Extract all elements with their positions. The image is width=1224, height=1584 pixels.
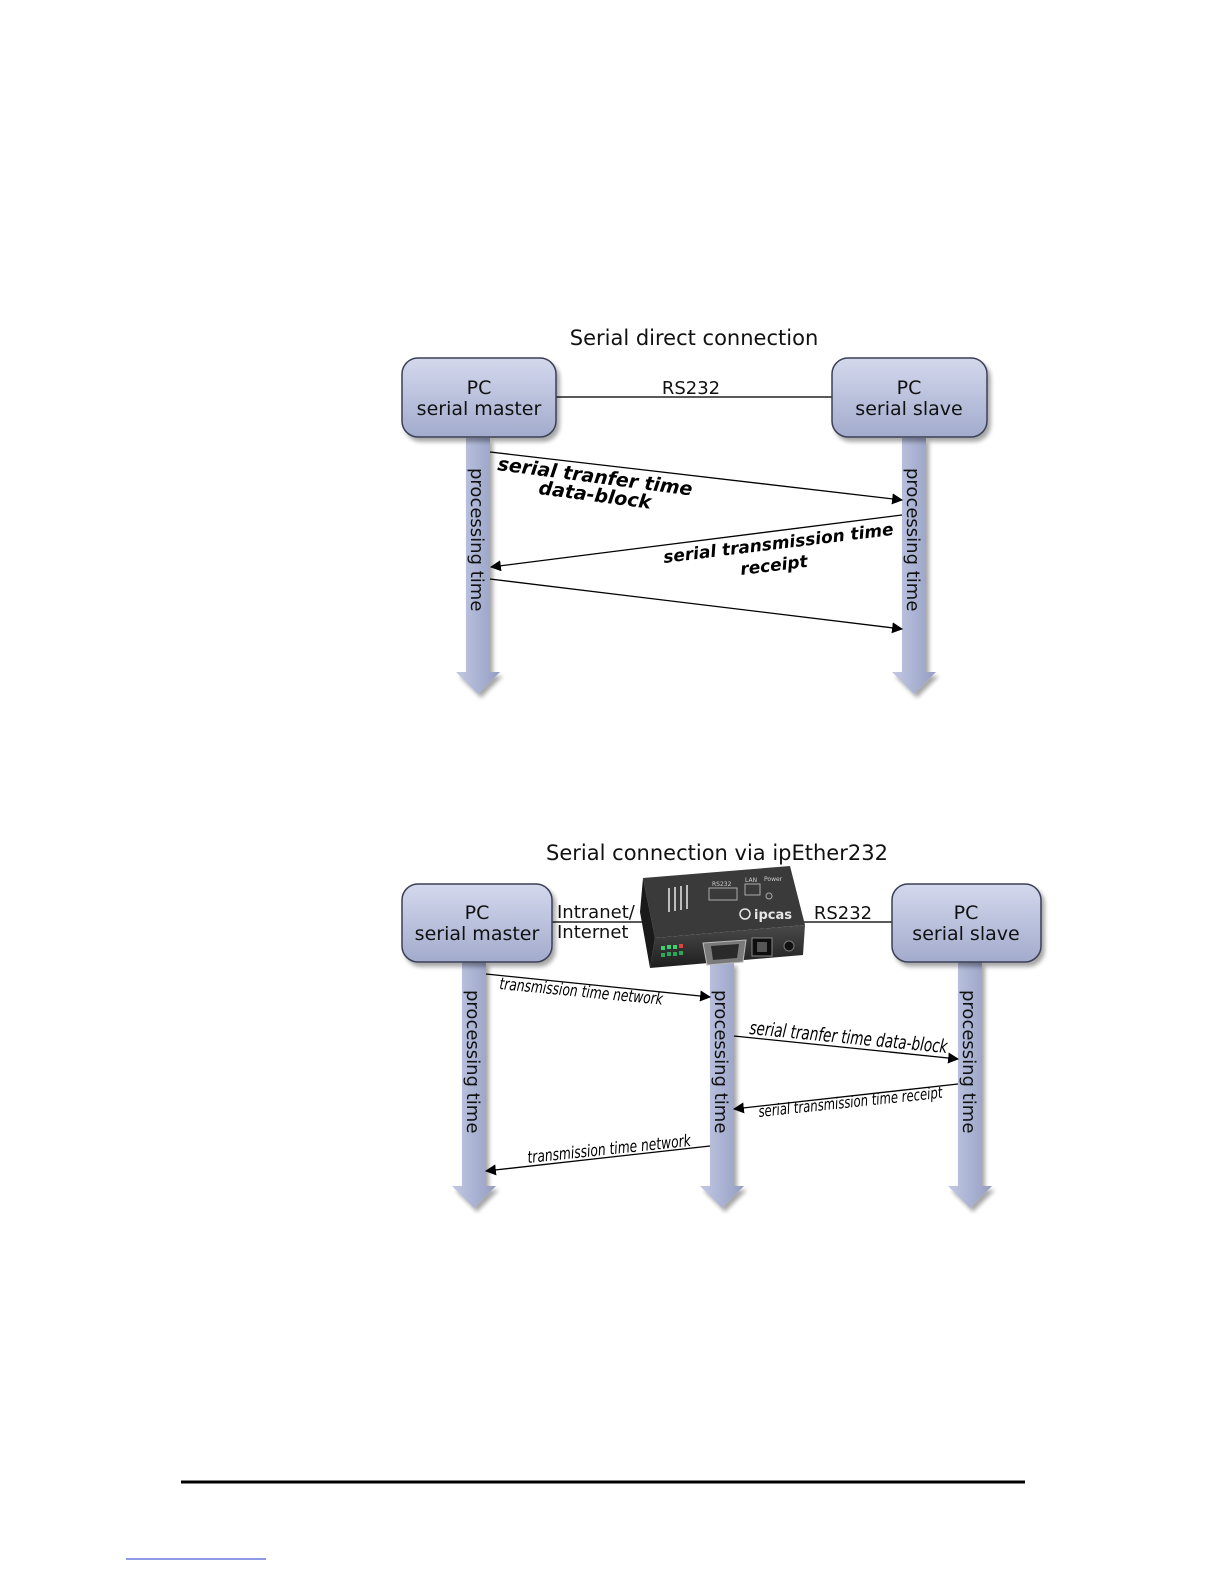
diagram2-slave-line1: PC: [954, 902, 979, 924]
diagram1-left-axis-label: processing time: [466, 468, 487, 611]
device-logo-icon: [739, 908, 751, 920]
diagram2-middle-timeline: [700, 962, 744, 1208]
diagram2-message4-arrow: [484, 1145, 711, 1176]
device-port-lan-label: LAN: [745, 877, 757, 884]
diagram2-master-node: PC serial master: [401, 883, 553, 963]
diagram2-right-axis-label: processing time: [958, 990, 979, 1133]
device-lan-port: [751, 937, 773, 957]
diagram1-master-line2: serial master: [417, 398, 542, 420]
device-db9-connector: [702, 939, 747, 966]
diagram1-slave-line1: PC: [897, 377, 922, 399]
diagram-serial-via-ipether232: Serial connection via ipEther232 process…: [401, 841, 1042, 1208]
diagram2-message2-label: serial tranfer time data-block: [749, 1017, 949, 1058]
diagram2-title: Serial connection via ipEther232: [546, 841, 888, 865]
diagram1-slave-line2: serial slave: [855, 398, 962, 420]
diagram1-link-label: RS232: [662, 378, 720, 399]
diagram2-master-line1: PC: [465, 902, 490, 924]
diagram2-network-label-line2: Internet: [557, 922, 628, 943]
diagram1-message3-arrow: [489, 578, 904, 634]
diagram2-message3-label: serial transmission time receipt: [758, 1084, 944, 1121]
device-status-leds: [661, 944, 683, 957]
device-port-power-label: Power: [764, 876, 783, 883]
device-brand: ipcas: [754, 908, 792, 923]
device-power-socket: [783, 940, 795, 952]
diagram1-master-line1: PC: [467, 377, 492, 399]
diagram2-slave-node: PC serial slave: [891, 883, 1042, 963]
diagram2-left-timeline: [452, 962, 496, 1208]
diagram2-left-axis-label: processing time: [462, 990, 483, 1133]
diagram2-message2-arrow: [733, 1035, 960, 1064]
diagram2-message3-arrow: [732, 1083, 959, 1114]
diagram1-title: Serial direct connection: [570, 326, 819, 350]
diagram2-master-line2: serial master: [415, 923, 540, 945]
diagram1-master-node: PC serial master: [401, 357, 557, 438]
ipether232-device-image: RS232 LAN Power ipcas: [640, 866, 805, 968]
diagram2-message4-label: transmission time network: [526, 1131, 692, 1167]
diagram1-slave-node: PC serial slave: [831, 357, 988, 438]
diagram1-right-axis-label: processing time: [902, 468, 923, 611]
diagram2-link-label: RS232: [814, 903, 872, 924]
diagram2-network-label-line1: Intranet/: [557, 902, 636, 923]
diagram2-message1-arrow: [485, 973, 712, 1002]
diagram2-slave-line2: serial slave: [912, 923, 1019, 945]
diagram2-middle-axis-label: processing time: [710, 990, 731, 1133]
diagram2-right-timeline: [948, 962, 992, 1208]
device-port-rs232-label: RS232: [712, 881, 732, 888]
diagram1-message2-arrow: [489, 514, 903, 572]
diagram1-message1-arrow: [489, 451, 904, 505]
diagram1-left-timeline: [456, 438, 500, 694]
diagram-serial-direct: Serial direct connection processing time…: [401, 326, 988, 694]
diagram2-message1-label: transmission time network: [499, 974, 665, 1009]
